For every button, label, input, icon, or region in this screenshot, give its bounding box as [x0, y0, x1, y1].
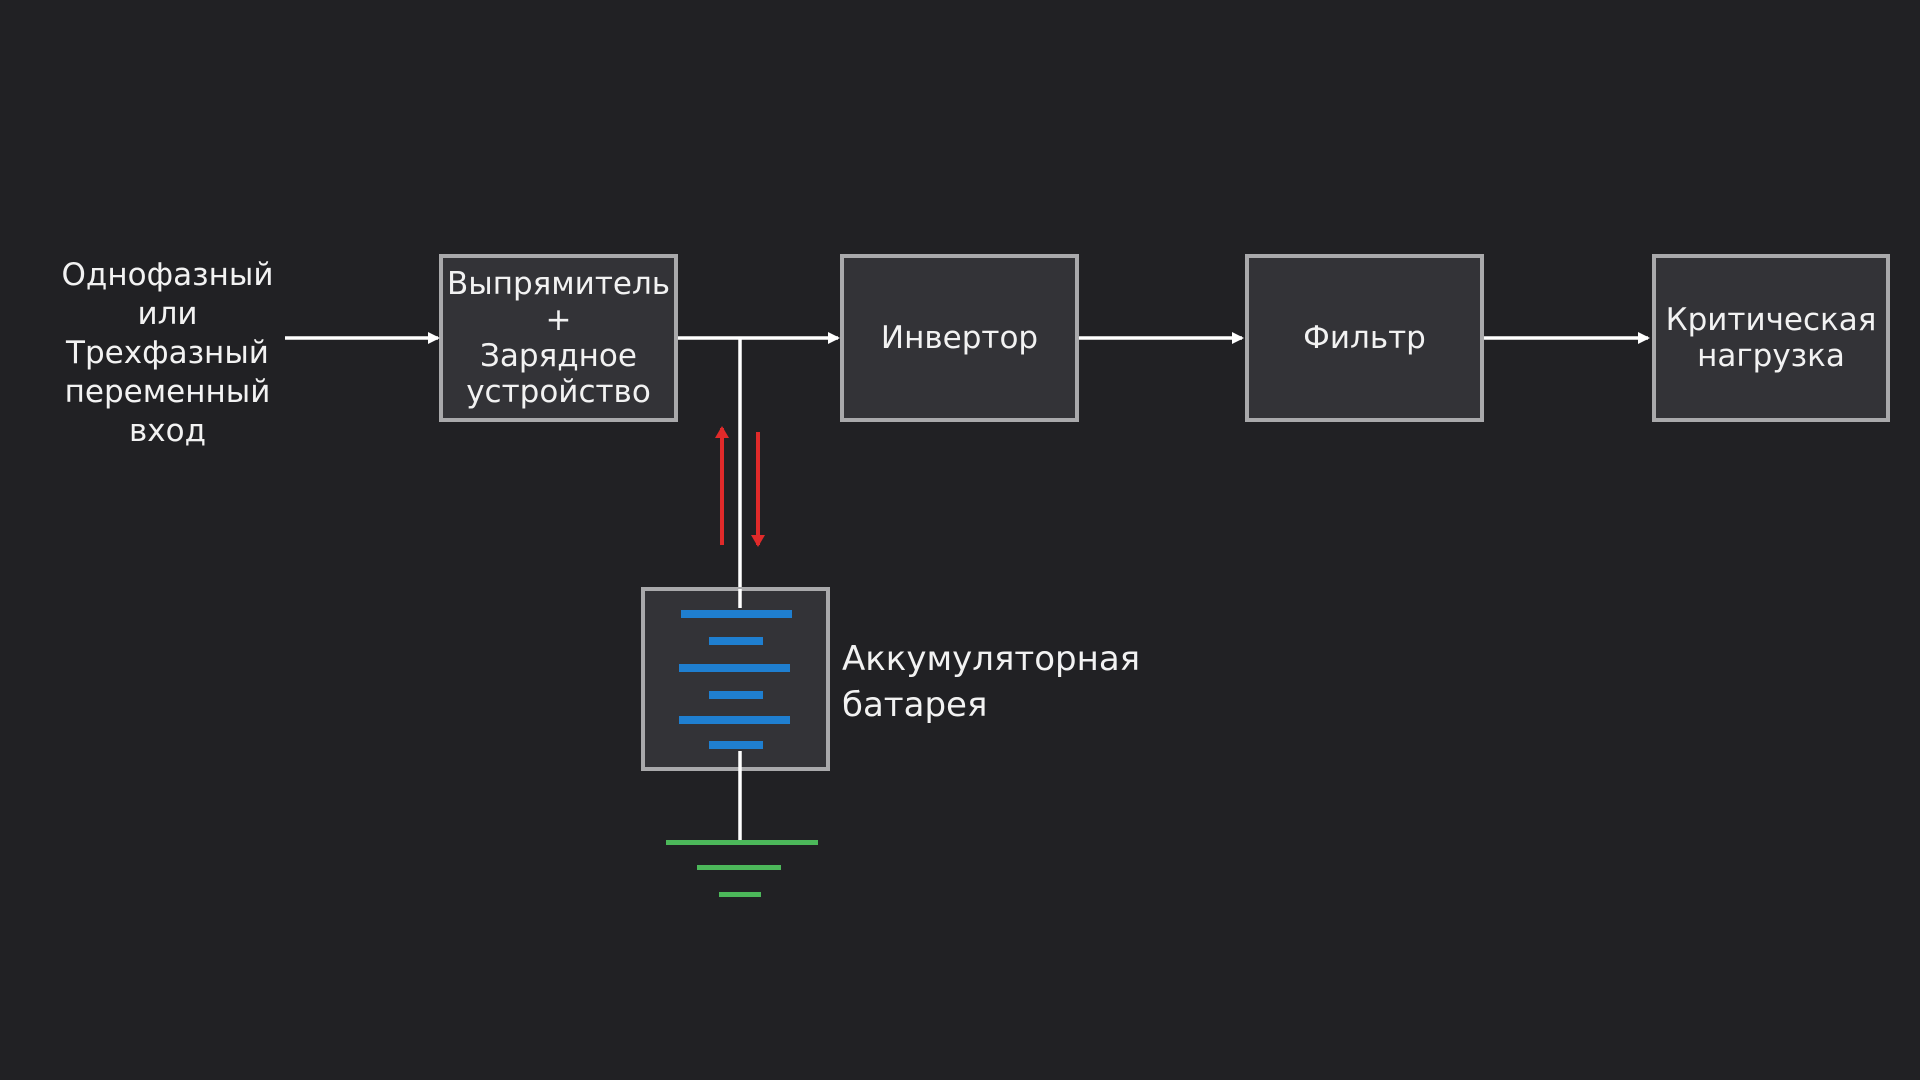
rectifier-charger-label: Выпрямитель + Зарядное устройство	[446, 266, 671, 410]
critical-load-label: Критическая нагрузка	[1665, 302, 1877, 374]
filter-block	[1245, 254, 1484, 422]
battery-block	[641, 587, 830, 771]
inverter-label: Инвертор	[880, 320, 1039, 356]
inverter-block	[840, 254, 1079, 422]
ground-symbol-icon	[666, 840, 818, 897]
filter-label: Фильтр	[1303, 320, 1426, 356]
battery-cells-icon	[679, 589, 792, 769]
critical-load-block	[1652, 254, 1890, 422]
ac-input-label: Однофазный или Трехфазный переменный вхо…	[61, 257, 274, 449]
battery-label: Аккумуляторная батарея	[842, 639, 1141, 725]
rectifier-charger-block	[439, 254, 678, 422]
